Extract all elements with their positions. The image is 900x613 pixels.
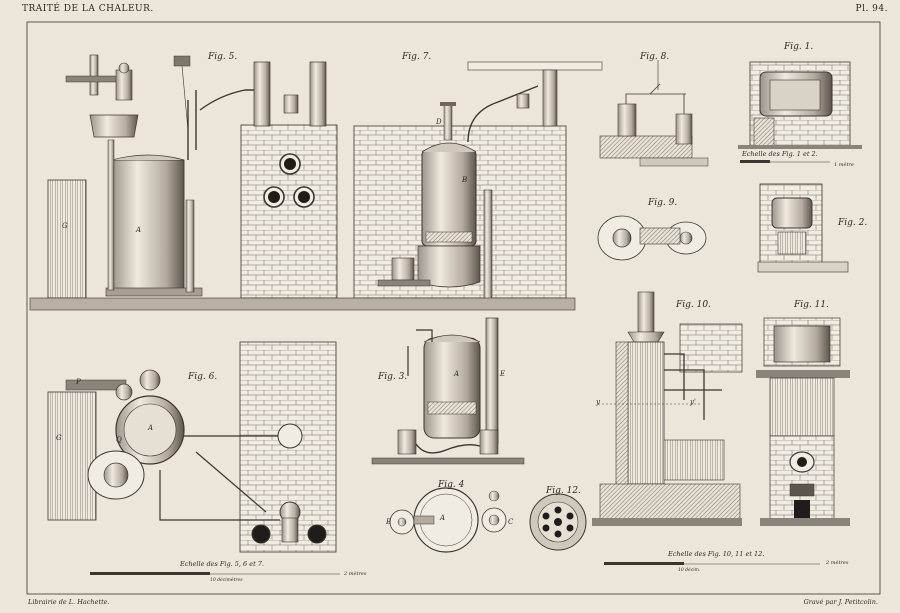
- publisher-credit: Librairie de L. Hachette.: [28, 598, 110, 606]
- fig3-label: Fig. 3.: [378, 372, 408, 382]
- fig1-label: Fig. 1.: [784, 42, 814, 52]
- letter-A-fig4: A: [440, 514, 446, 522]
- fig8-label: Fig. 8.: [640, 52, 670, 62]
- fig7-drawing: [353, 61, 603, 301]
- fig12-label: Fig. 12.: [546, 486, 581, 496]
- scale-bar-fig1-2: [740, 160, 830, 163]
- fig6-label: Fig. 6.: [188, 372, 218, 382]
- fig3-drawing: [371, 317, 525, 465]
- scale-fig10-12-title: Echelle des Fig. 10, 11 et 12.: [668, 550, 765, 558]
- fig5-drawing: [47, 54, 338, 299]
- letter-y-fig10: y: [596, 398, 600, 406]
- letter-P-fig6: P: [76, 378, 81, 386]
- scale-fig1-2-title: Echelle des Fig. 1 et 2.: [742, 150, 818, 158]
- letter-y-prime-fig10: y': [690, 398, 696, 406]
- ground-line: [29, 297, 576, 311]
- fig6-drawing: [47, 341, 337, 553]
- fig11-drawing: [756, 317, 850, 526]
- fig9-drawing: [597, 215, 707, 261]
- fig12-drawing: [529, 493, 587, 551]
- plate-number: Pl. 94.: [855, 4, 888, 14]
- letter-Q-fig6: Q: [116, 436, 122, 444]
- scale-fig5-6-7-sub: 10 décimètres: [210, 578, 243, 583]
- plate-title: TRAITÉ DE LA CHALEUR.: [22, 4, 154, 14]
- fig2-drawing: [757, 183, 849, 273]
- fig5-label: Fig. 5.: [208, 52, 238, 62]
- letter-D-fig7: D: [436, 118, 442, 126]
- fig10-drawing: [592, 291, 743, 526]
- letter-A-fig5: A: [136, 226, 142, 234]
- letter-A-fig3: A: [454, 370, 460, 378]
- letter-E-fig3: E: [500, 370, 506, 378]
- scale-fig1-2-end: 1 mètre: [834, 162, 854, 168]
- scale-bar-fig10-12: [604, 562, 820, 565]
- fig4-drawing: [389, 487, 507, 553]
- scale-bar-fig5-6-7: [90, 572, 340, 575]
- letter-A-fig6: A: [148, 424, 154, 432]
- letter-B-fig4: B: [386, 518, 392, 526]
- letter-B-fig7: B: [462, 176, 468, 184]
- fig4-label: Fig. 4: [438, 480, 465, 490]
- plate-frame: [26, 21, 881, 595]
- fig11-label: Fig. 11.: [794, 300, 829, 310]
- scale-fig5-6-7-title: Echelle des Fig. 5, 6 et 7.: [180, 560, 264, 568]
- letter-G-fig6: G: [56, 434, 62, 442]
- scale-fig5-6-7-end: 2 mètres: [344, 571, 367, 577]
- fig1-drawing: [738, 61, 862, 149]
- engraver-credit: Gravé par J. Petitcolin.: [803, 598, 878, 606]
- fig7-label: Fig. 7.: [402, 52, 432, 62]
- scale-fig10-12-sub: 10 décim.: [678, 568, 701, 573]
- fig9-label: Fig. 9.: [648, 198, 678, 208]
- letter-G-fig5: G: [62, 222, 68, 230]
- fig8-drawing: [599, 60, 709, 167]
- scale-fig10-12-end: 2 mètres: [826, 560, 849, 566]
- letter-C-fig4: C: [508, 518, 514, 526]
- fig2-label: Fig. 2.: [838, 218, 868, 228]
- fig10-label: Fig. 10.: [676, 300, 711, 310]
